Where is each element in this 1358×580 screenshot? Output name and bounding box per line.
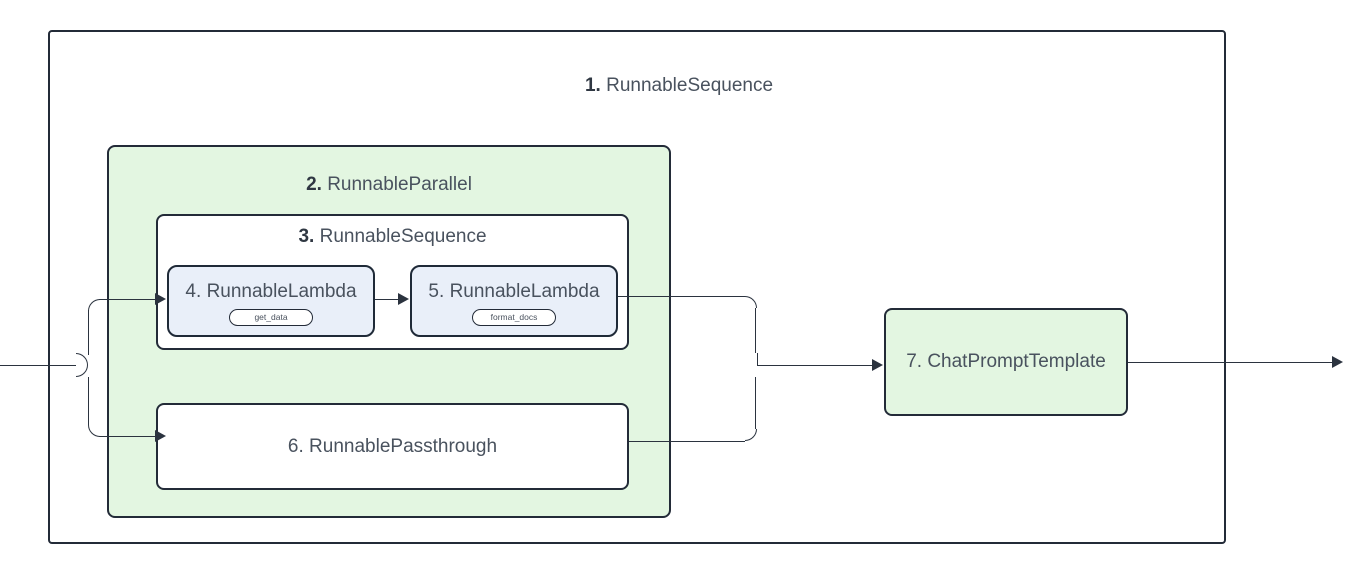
node-7-label: 7. ChatPromptTemplate <box>886 351 1126 373</box>
edge-input-upper-vertical <box>88 310 89 355</box>
edge-arrow-to-node6 <box>155 430 166 442</box>
node-runnable-passthrough[interactable]: 6. RunnablePassthrough <box>156 403 629 490</box>
edge-arrow-to-node4 <box>155 293 166 305</box>
edge-merge-lower-vertical <box>755 377 757 429</box>
node-6-number: 6. <box>287 435 304 457</box>
edge-input-to-node4 <box>99 299 155 300</box>
node-chat-prompt-template[interactable]: 7. ChatPromptTemplate <box>884 308 1128 416</box>
edge-node5-out <box>618 296 745 297</box>
node-4-label: 4. RunnableLambda <box>169 281 373 303</box>
edge-node4-to-node5 <box>375 299 399 300</box>
node-7-text: ChatPromptTemplate <box>927 351 1106 372</box>
node-4-function-pill[interactable]: get_data <box>229 309 313 326</box>
edge-merge-to-node7 <box>757 365 873 366</box>
edge-node7-to-output <box>1128 362 1338 363</box>
node-runnable-lambda-get-data[interactable]: 4. RunnableLambda get_data <box>167 265 375 337</box>
edge-input-upper-corner <box>88 299 100 311</box>
node-4-number: 4. <box>185 281 202 302</box>
edge-input-lower-vertical <box>88 377 89 425</box>
edge-merge-join-upper <box>757 353 769 365</box>
node-6-text: RunnablePassthrough <box>309 435 498 457</box>
node-5-function-pill[interactable]: format_docs <box>472 309 556 326</box>
node-7-number: 7. <box>906 351 923 372</box>
node-runnable-lambda-format-docs[interactable]: 5. RunnableLambda format_docs <box>410 265 618 337</box>
edge-input-line <box>0 365 76 366</box>
node-6-label: 6. RunnablePassthrough <box>158 436 627 458</box>
edge-input-to-node6 <box>99 436 155 437</box>
edge-node6-out <box>629 441 745 442</box>
edge-arrow-output <box>1332 356 1343 368</box>
node-5-label: 5. RunnableLambda <box>412 281 616 303</box>
edge-arrow-node4-node5 <box>398 293 409 305</box>
edge-merge-upper-vertical <box>755 308 757 353</box>
node-5-text: RunnableLambda <box>449 281 600 302</box>
node-4-text: RunnableLambda <box>206 281 357 302</box>
node-5-number: 5. <box>428 281 445 302</box>
edge-arrow-to-node7 <box>872 359 883 371</box>
